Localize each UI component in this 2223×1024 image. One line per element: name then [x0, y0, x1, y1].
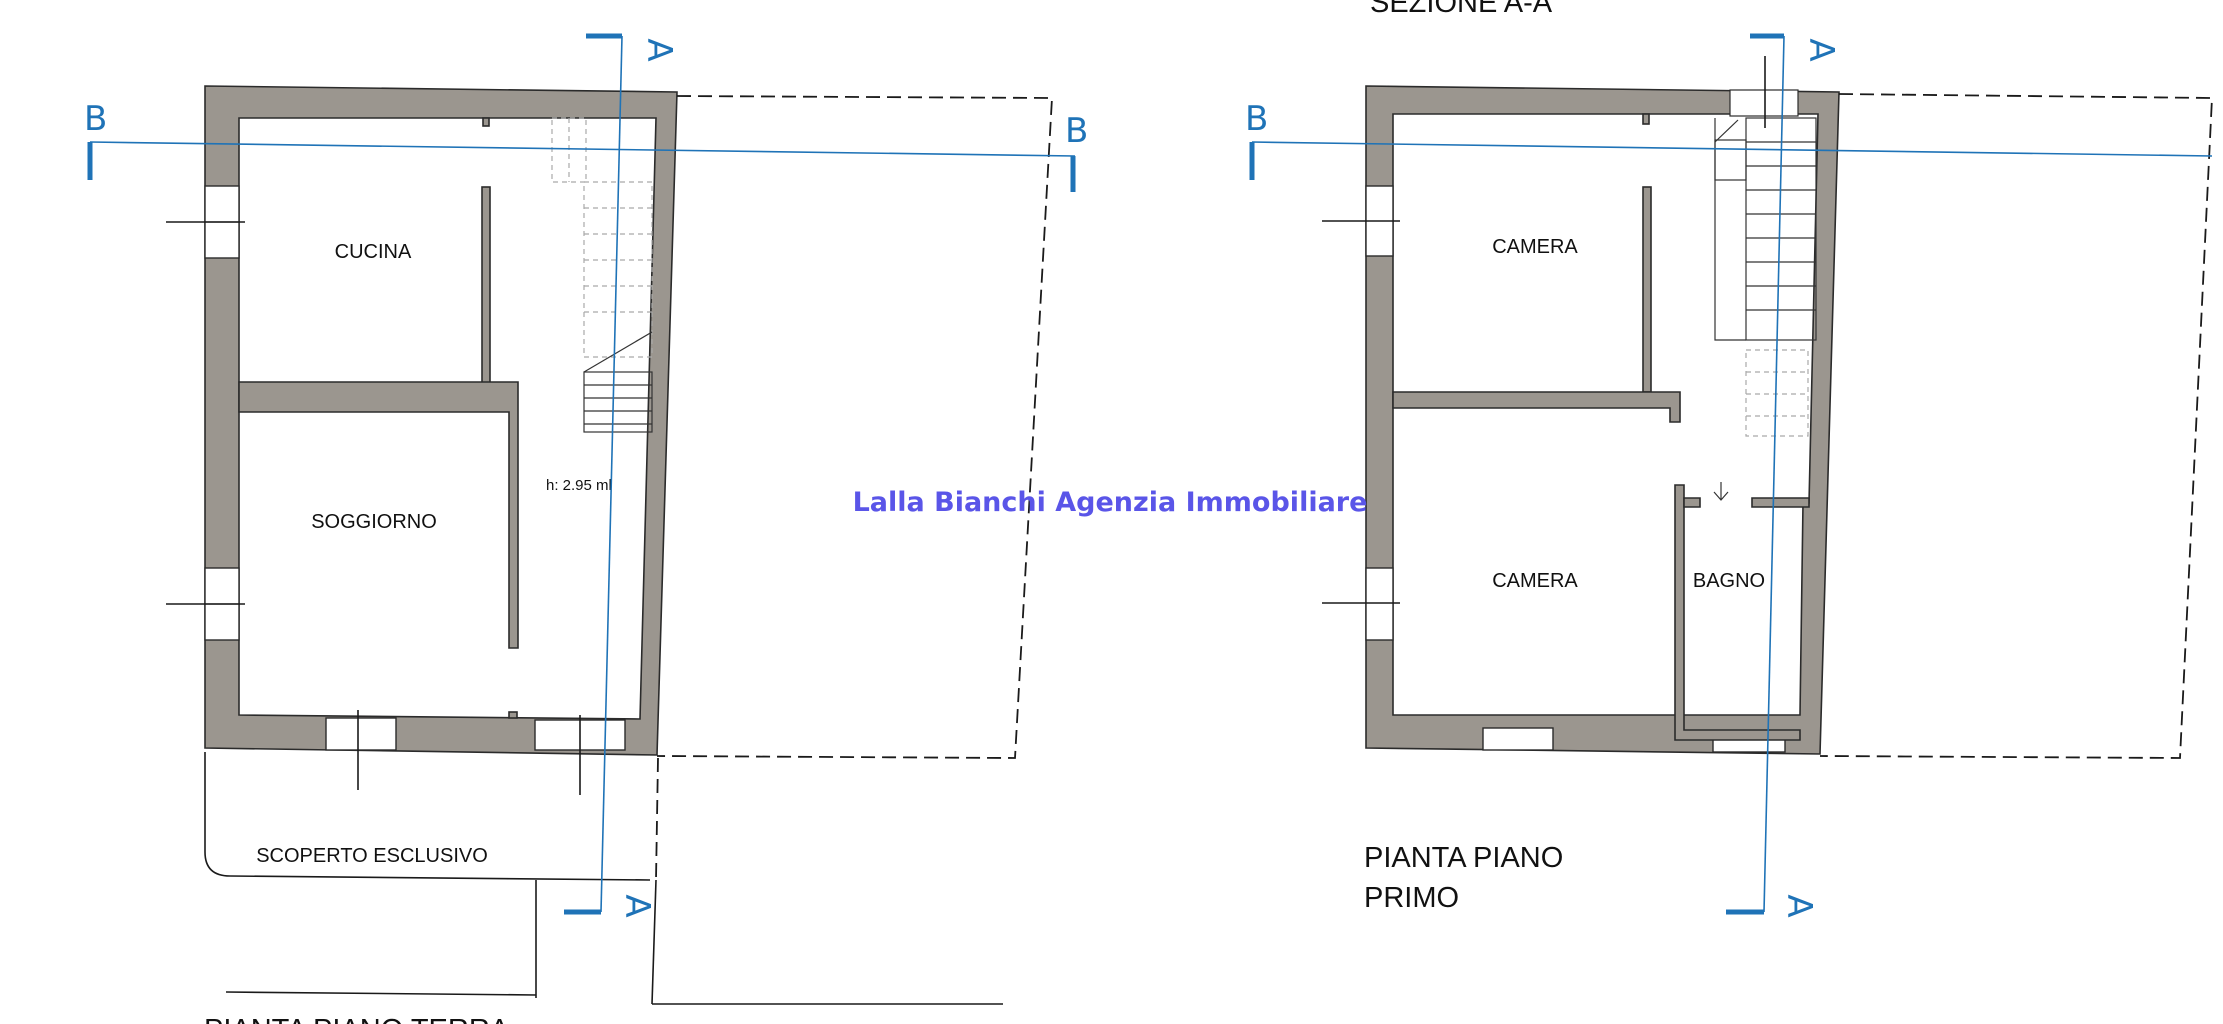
room-label-bathroom: BAGNO — [1693, 570, 1765, 592]
section-a-label-ground-top: A — [639, 38, 679, 61]
ground-floor-plan: CUCINA SOGGIORNO h: 2.95 ml SCOPERTO ESC… — [166, 85, 1053, 1024]
section-a-line-first — [1763, 35, 1785, 913]
section-a-label-first-top: A — [1801, 38, 1841, 61]
room-label-living: SOGGIORNO — [311, 511, 437, 533]
section-b-label-ground-right: B — [1065, 111, 1088, 151]
first-wall-bathroom — [1674, 484, 1801, 741]
first-window-south — [1482, 727, 1554, 751]
ground-stairs — [551, 117, 653, 433]
first-floor-title-line-2: PRIMO — [1364, 882, 1459, 914]
section-b-line-first — [1251, 141, 2213, 157]
section-a-label-ground-bottom: A — [617, 894, 657, 917]
first-stairs — [1713, 117, 1817, 501]
ground-wall-kitchen-corridor — [481, 186, 491, 388]
first-window-west-lower — [1365, 567, 1394, 641]
ground-yard-dashed-edge — [655, 757, 659, 881]
section-b-label-ground-left: B — [84, 99, 107, 139]
room-label-bedroom-2: CAMERA — [1492, 570, 1578, 592]
ground-window-south — [325, 717, 397, 751]
room-label-yard: SCOPERTO ESCLUSIVO — [256, 845, 488, 867]
first-outer-walls — [1365, 85, 1840, 755]
agency-watermark: Lalla Bianchi Agenzia Immobiliare — [853, 487, 1368, 518]
section-cut-lines: A A A A B B B — [84, 33, 2213, 918]
section-title: SEZIONE A-A — [1370, 0, 1553, 19]
ground-outer-walls — [204, 85, 678, 756]
height-note: h: 2.95 ml — [546, 477, 612, 494]
section-a-label-first-bottom: A — [1779, 894, 1819, 917]
first-wall-bedroom-corridor — [1642, 186, 1652, 393]
ground-wall-kitchen-living — [238, 381, 519, 649]
section-b-label-first-left: B — [1245, 99, 1268, 139]
ground-yard-outline — [204, 752, 651, 881]
ground-adjacent-dashed-boundary — [656, 95, 1053, 759]
first-adjacent-dashed-boundary — [1819, 93, 2213, 759]
room-label-bedroom-1: CAMERA — [1492, 236, 1578, 258]
first-floor-plan: CAMERA CAMERA BAGNO PIANTA PIANO PRIMO S… — [1322, 0, 2213, 914]
section-b-line-ground — [89, 141, 1076, 157]
first-floor-title-line-1: PIANTA PIANO — [1364, 842, 1563, 874]
room-label-kitchen: CUCINA — [335, 241, 412, 263]
first-wall-between-bedrooms — [1392, 391, 1681, 423]
section-a-line-ground — [600, 35, 623, 913]
ground-floor-title: PIANTA PIANO TERRA — [204, 1014, 510, 1024]
